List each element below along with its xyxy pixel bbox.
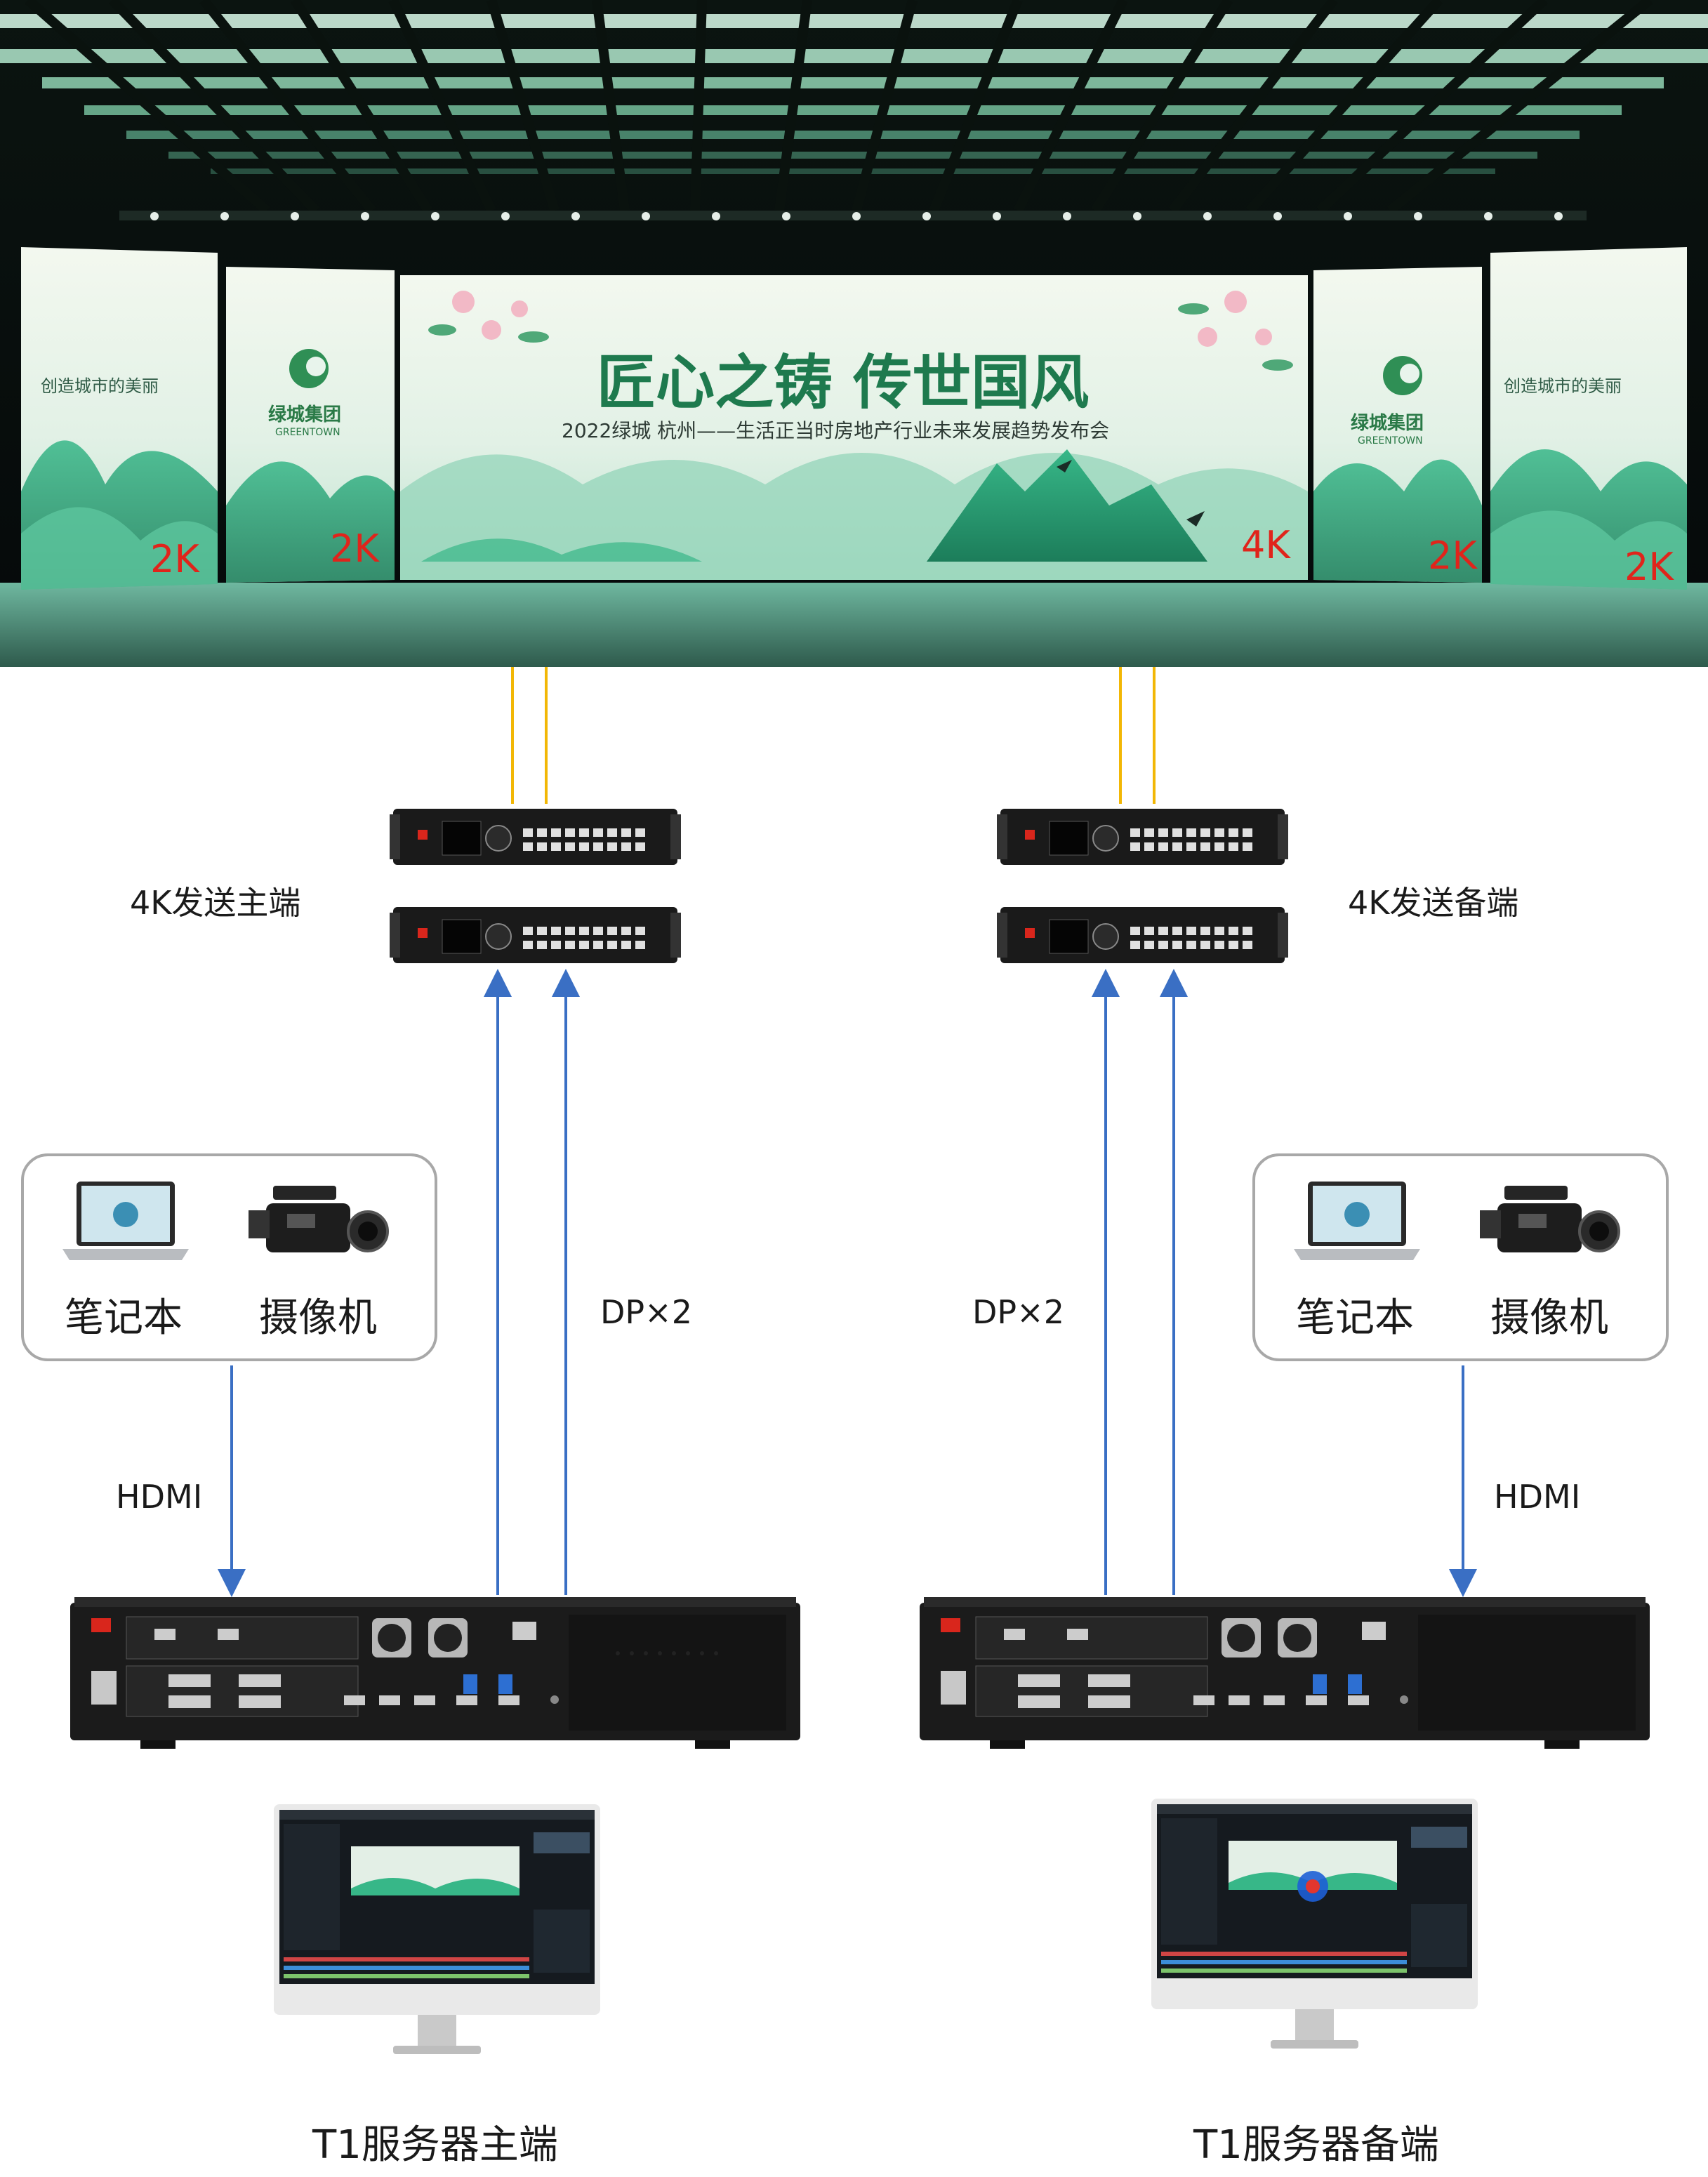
camera-label-left: 摄像机 — [259, 1295, 377, 1341]
stage-light-row — [119, 211, 1587, 220]
hdmi-label-left: HDMI — [116, 1478, 203, 1516]
sender-backup-group — [997, 809, 1288, 963]
stage-side-text-right: 创造城市的美丽 — [1504, 376, 1622, 396]
flower-icon — [452, 291, 1272, 347]
res-label-screen-4: 2K — [1428, 534, 1477, 578]
logo-en-right: GREENTOWN — [1358, 435, 1423, 446]
led-screen-4 — [1313, 267, 1482, 583]
sender-unit-icon — [997, 907, 1288, 963]
sender-unit-icon — [390, 907, 681, 963]
stage-floor — [0, 583, 1708, 667]
stage-side-text-left: 创造城市的美丽 — [41, 376, 159, 396]
server-main-label: T1服务器主端 — [312, 2122, 558, 2168]
fan-grille — [1418, 1615, 1636, 1731]
server-backup-label: T1服务器备端 — [1193, 2122, 1439, 2168]
laptop-icon — [1294, 1182, 1420, 1260]
camera-icon — [249, 1186, 389, 1252]
res-label-screen-1: 2K — [150, 537, 199, 581]
led-screen-main — [400, 275, 1308, 580]
signal-lines — [218, 969, 1477, 1597]
camera-icon — [1480, 1186, 1620, 1252]
power-switch-icon — [941, 1618, 960, 1632]
sender-main-group — [390, 809, 681, 963]
sender-unit-icon — [390, 809, 681, 865]
dp-label-left: DP×2 — [600, 1293, 692, 1331]
fiber-lines — [511, 667, 1156, 804]
sender-backup-label: 4K发送备端 — [1348, 884, 1519, 922]
monitor-backup — [1151, 1799, 1478, 2049]
stage-image: 匠心之铸 传世国风 2022绿城 杭州——生活正当时房地产行业未来发展趋势发布会… — [0, 0, 1708, 667]
stage-slogan: 匠心之铸 传世国风 — [597, 348, 1090, 417]
logo-en-left: GREENTOWN — [275, 427, 340, 438]
power-switch-icon — [91, 1618, 111, 1632]
sender-main-label: 4K发送主端 — [130, 884, 301, 922]
res-label-screen-main: 4K — [1241, 523, 1290, 567]
laptop-label-right: 笔记本 — [1296, 1295, 1414, 1341]
laptop-icon — [62, 1182, 189, 1260]
source-devices-box-right: 笔记本 摄像机 — [1252, 1153, 1669, 1361]
laptop-label-left: 笔记本 — [65, 1295, 183, 1341]
ceiling-beam-lines — [25, 0, 1653, 215]
sender-unit-icon — [997, 809, 1288, 865]
logo-cn-left: 绿城集团 — [268, 404, 342, 425]
t1-server-main — [70, 1597, 800, 1749]
res-label-screen-5: 2K — [1624, 545, 1674, 589]
led-screen-1 — [21, 247, 218, 590]
res-label-screen-2: 2K — [330, 527, 379, 571]
dp-label-right: DP×2 — [972, 1293, 1064, 1331]
monitor-main — [274, 1804, 600, 2054]
camera-label-right: 摄像机 — [1490, 1295, 1608, 1341]
led-screen-2 — [226, 267, 395, 583]
stage-subtitle: 2022绿城 杭州——生活正当时房地产行业未来发展趋势发布会 — [562, 419, 1110, 442]
leaf-icon — [428, 303, 1293, 371]
timeline-tracks — [284, 1957, 529, 1978]
t1-server-backup — [920, 1597, 1650, 1749]
logo-cn-right: 绿城集团 — [1351, 413, 1424, 434]
fan-grille — [569, 1615, 786, 1731]
stage-illustration — [0, 0, 1708, 667]
source-devices-box-left: 笔记本 摄像机 — [21, 1153, 437, 1361]
led-screen-5 — [1490, 247, 1687, 590]
ceiling-light-bars — [0, 14, 1708, 174]
swallow-icon — [1057, 460, 1072, 472]
hdmi-label-right: HDMI — [1494, 1478, 1581, 1516]
